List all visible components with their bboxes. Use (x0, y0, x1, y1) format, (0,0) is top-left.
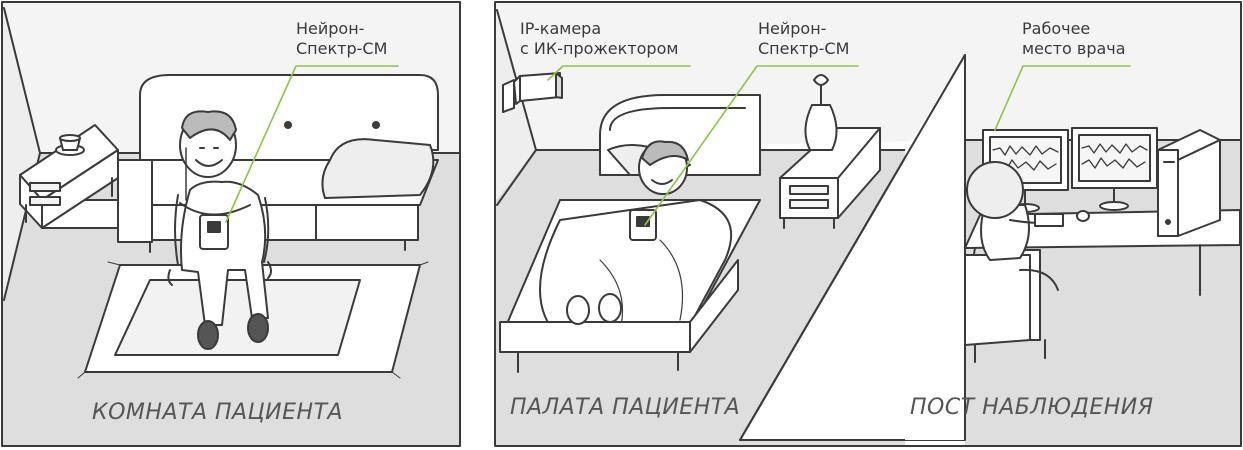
callout-device-ward: Нейрон- Спектр-СМ (758, 19, 849, 59)
cup-icon (55, 134, 85, 156)
callout-device-room: Нейрон- Спектр-СМ (296, 19, 387, 59)
callout-line: с ИК-прожектором (520, 39, 679, 58)
callout-doctor-workplace: Рабочее место врача (1022, 19, 1126, 59)
callout-ip-camera: IP-камера с ИК-прожектором (520, 19, 678, 59)
caption-ward: ПАЛАТА ПАЦИЕНТА (510, 395, 741, 420)
monitor-icon (1071, 127, 1158, 211)
ip-camera-icon (502, 72, 563, 113)
sofa (117, 74, 439, 253)
computer-tower-icon (1157, 129, 1221, 237)
callout-line: Нейрон- (296, 19, 365, 38)
callout-line: Рабочее (1022, 19, 1091, 38)
nightstand (19, 124, 119, 229)
vase-icon (804, 74, 838, 151)
callout-line: Спектр-СМ (296, 39, 388, 58)
callout-line: Нейрон- (758, 19, 827, 38)
panel-patient-room (1, 1, 461, 447)
callout-line: IP-камера (520, 19, 602, 38)
caption-monitoring-post: ПОСТ НАБЛЮДЕНИЯ (910, 395, 1154, 420)
patient-standing (167, 110, 272, 350)
callout-line: место врача (1022, 39, 1126, 58)
panel-ward-and-post (494, 1, 1242, 447)
doctor-seated (964, 161, 1090, 363)
bed (499, 94, 761, 373)
doctor-desk (964, 127, 1241, 363)
monitor-icon (982, 129, 1069, 213)
nightstand-with-vase (779, 74, 881, 229)
callout-line: Спектр-СМ (758, 39, 850, 58)
caption-patient-room: КОМНАТА ПАЦИЕНТА (92, 400, 344, 425)
